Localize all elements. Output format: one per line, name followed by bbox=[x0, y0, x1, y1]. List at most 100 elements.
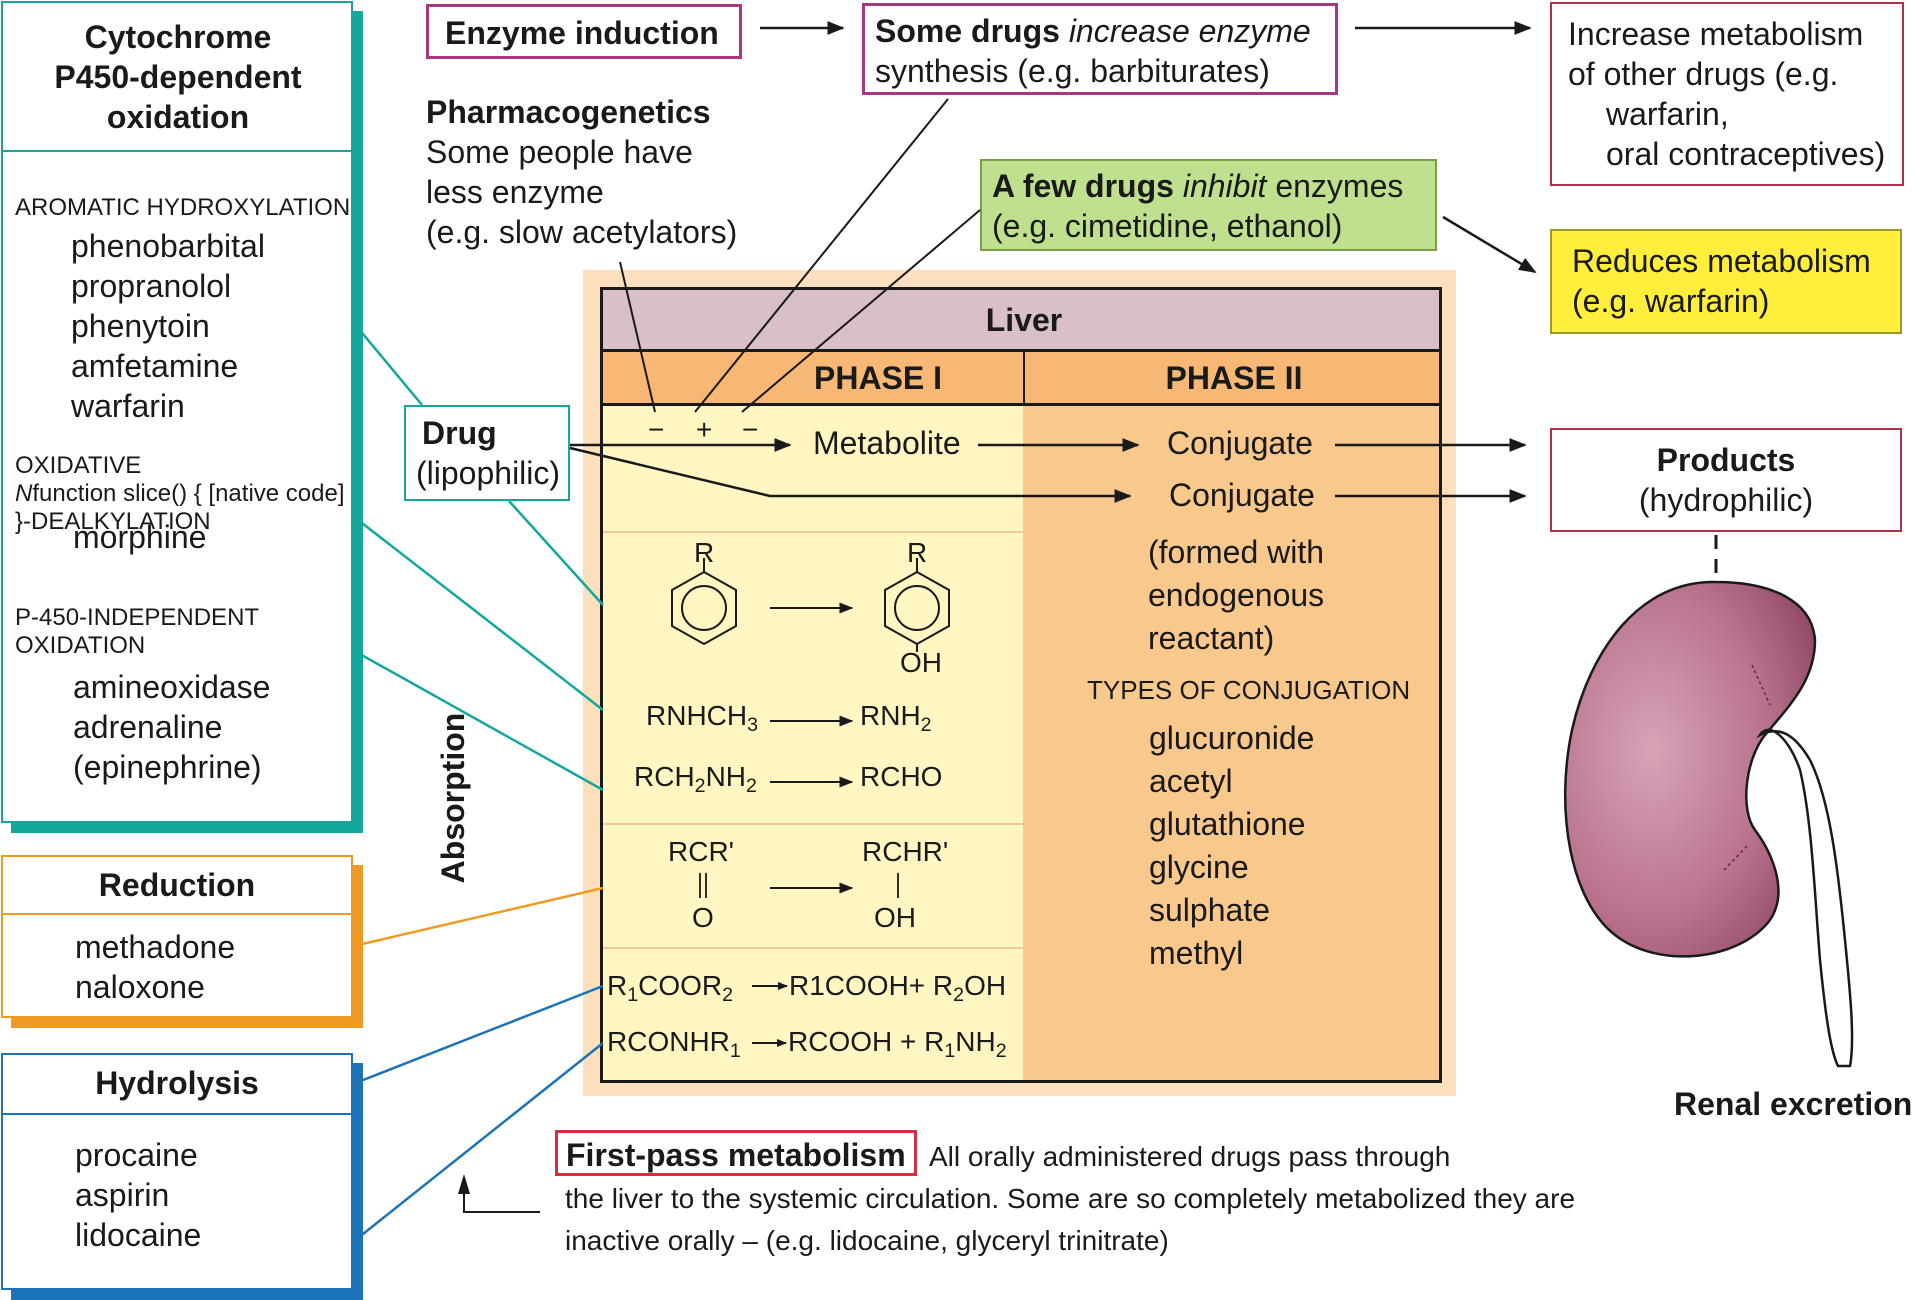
list-item: amfetamine bbox=[71, 348, 239, 384]
first-pass-text: All orally administered drugs pass throu… bbox=[565, 1136, 1575, 1262]
reduction-list: methadone naloxone bbox=[75, 927, 235, 1007]
dealkylation-list: morphine bbox=[73, 517, 206, 557]
aromatic-list: phenobarbital propranolol phenytoin amfe… bbox=[71, 226, 265, 426]
heading-line: P-450-INDEPENDENT bbox=[15, 604, 260, 631]
section-heading-dealkylation: OXIDATIVE Nfunction slice() { [native co… bbox=[15, 452, 351, 536]
teal-connectors bbox=[357, 327, 604, 792]
pharmacogenetics-line: (e.g. slow acetylators) bbox=[426, 214, 738, 250]
line-inhibit bbox=[741, 209, 981, 413]
formula-rcho: RCHO bbox=[860, 761, 943, 792]
list-item: propranolol bbox=[71, 268, 232, 304]
heading-line: OXIDATIVE bbox=[15, 452, 142, 479]
list-item: warfarin bbox=[71, 388, 185, 424]
formula-rnh2: RNH2 bbox=[860, 700, 932, 736]
renal-excretion-label: Renal excretion bbox=[1674, 1086, 1913, 1122]
list-item: adrenaline bbox=[73, 709, 223, 745]
some-drugs-box: Some drugs increase enzyme synthesis (e.… bbox=[862, 3, 1338, 95]
formed-line: reactant) bbox=[1148, 620, 1275, 656]
formula-ester: R1COOR2 bbox=[607, 970, 734, 1006]
list-item: amineoxidase bbox=[73, 669, 271, 705]
independent-list: amineoxidase adrenaline (epinephrine) bbox=[73, 667, 270, 787]
row-separator bbox=[603, 947, 1023, 949]
list-item: methadone bbox=[75, 929, 236, 965]
some-drugs-italic: increase enzyme bbox=[1068, 13, 1311, 49]
divider bbox=[3, 913, 351, 915]
kidney-icon bbox=[1563, 580, 1854, 1068]
list-item: glutathione bbox=[1149, 806, 1306, 842]
list-item: aspirin bbox=[75, 1177, 170, 1213]
phase-header: PHASE I PHASE II bbox=[603, 352, 1439, 406]
rcr-label: RCR' bbox=[668, 836, 735, 867]
benzene-ring-right bbox=[884, 558, 950, 652]
first-pass-line2: the liver to the systemic circulation. S… bbox=[565, 1183, 1576, 1214]
formula-amide: RCONHR1 bbox=[607, 1026, 741, 1062]
benzene-ring-left bbox=[671, 558, 737, 646]
conjugate-1: Conjugate bbox=[1167, 425, 1313, 461]
first-pass-line1: All orally administered drugs pass throu… bbox=[929, 1141, 1451, 1172]
enzyme-induction-box: Enzyme induction bbox=[426, 4, 742, 59]
list-item: phenobarbital bbox=[71, 228, 265, 264]
liver-header: Liver bbox=[603, 290, 1439, 352]
reduction-title: Reduction bbox=[98, 867, 256, 903]
pharmacogenetics-line: Some people have bbox=[426, 134, 693, 170]
list-item: procaine bbox=[75, 1137, 198, 1173]
increase-line: Increase metabolism bbox=[1568, 16, 1864, 52]
list-item: (epinephrine) bbox=[73, 749, 262, 785]
list-item: glycine bbox=[1149, 849, 1249, 885]
sign-plus: + bbox=[696, 414, 713, 445]
increase-line: of other drugs (e.g. bbox=[1568, 56, 1839, 92]
rchr-label: RCHR' bbox=[862, 836, 949, 867]
divider bbox=[3, 150, 351, 152]
sign-minus-1: − bbox=[648, 414, 665, 445]
formula-ester-products: R1COOH+ R2OH bbox=[789, 970, 1007, 1006]
reduces-line: (e.g. warfarin) bbox=[1572, 283, 1770, 319]
formula-amide-products: RCOOH + R1NH2 bbox=[788, 1026, 1007, 1062]
formed-text: (formed with endogenous reactant) bbox=[1148, 531, 1324, 660]
some-drugs-bold: Some drugs bbox=[875, 13, 1060, 49]
phase-divider bbox=[1023, 352, 1025, 406]
first-pass-line3: inactive orally – (e.g. lidocaine, glyce… bbox=[565, 1225, 1169, 1256]
pharmacogenetics-title: Pharmacogenetics bbox=[426, 94, 711, 130]
conjugation-types-list: glucuronide acetyl glutathione glycine s… bbox=[1149, 717, 1314, 975]
metabolite-label: Metabolite bbox=[813, 425, 961, 461]
reduces-line: Reduces metabolism bbox=[1572, 243, 1871, 279]
pharmacogenetics-line: less enzyme bbox=[426, 174, 604, 210]
list-item: lidocaine bbox=[75, 1217, 202, 1253]
double-bond bbox=[699, 873, 707, 898]
section-heading-aromatic: AROMATIC HYDROXYLATION bbox=[15, 194, 351, 221]
row-separator bbox=[603, 823, 1023, 825]
increase-metabolism-box: Increase metabolism of other drugs (e.g.… bbox=[1550, 2, 1904, 186]
conjugate-2: Conjugate bbox=[1169, 477, 1315, 513]
arrow-drug-conjugate bbox=[569, 446, 1132, 503]
increase-line: oral contraceptives) bbox=[1606, 136, 1886, 172]
list-item: phenytoin bbox=[71, 308, 210, 344]
r-label-right: R bbox=[907, 537, 928, 568]
formula-rnhch3: RNHCH3 bbox=[646, 700, 759, 736]
drug-box: Drug (lipophilic) bbox=[404, 405, 570, 501]
r-label-left: R bbox=[694, 537, 715, 568]
inhibit-line1: A few drugs inhibit enzymes bbox=[992, 166, 1435, 206]
formula-rch2nh2: RCH2NH2 bbox=[634, 761, 757, 797]
drug-sub: (lipophilic) bbox=[416, 455, 561, 491]
reduction-box: Reduction methadone naloxone bbox=[1, 855, 353, 1018]
list-item: naloxone bbox=[75, 969, 205, 1005]
some-drugs-line1: Some drugs increase enzyme bbox=[875, 11, 1335, 51]
products-box: Products (hydrophilic) bbox=[1550, 428, 1902, 532]
orange-connector bbox=[357, 886, 604, 947]
oh-label-2: OH bbox=[874, 902, 916, 933]
divider bbox=[3, 1113, 351, 1115]
liver-title: Liver bbox=[985, 302, 1063, 338]
heading-line: Nfunction slice() { [native code] }-DEAL… bbox=[15, 480, 345, 535]
phase1-label: PHASE I bbox=[813, 360, 943, 396]
phase2-fill bbox=[1023, 290, 1439, 1080]
formed-line: (formed with bbox=[1148, 534, 1325, 570]
phase2-label: PHASE II bbox=[1165, 360, 1303, 396]
inhibit-bold: A few drugs bbox=[992, 168, 1174, 204]
hydrolysis-list: procaine aspirin lidocaine bbox=[75, 1135, 201, 1255]
cyp-oxidation-box: Cytochrome P450-dependent oxidation AROM… bbox=[1, 1, 353, 823]
list-item: acetyl bbox=[1149, 763, 1233, 799]
line-pharmacogenetics bbox=[619, 261, 656, 413]
types-heading: TYPES OF CONJUGATION bbox=[1087, 675, 1411, 705]
liver-panel: Liver PHASE I PHASE II bbox=[600, 287, 1442, 1083]
